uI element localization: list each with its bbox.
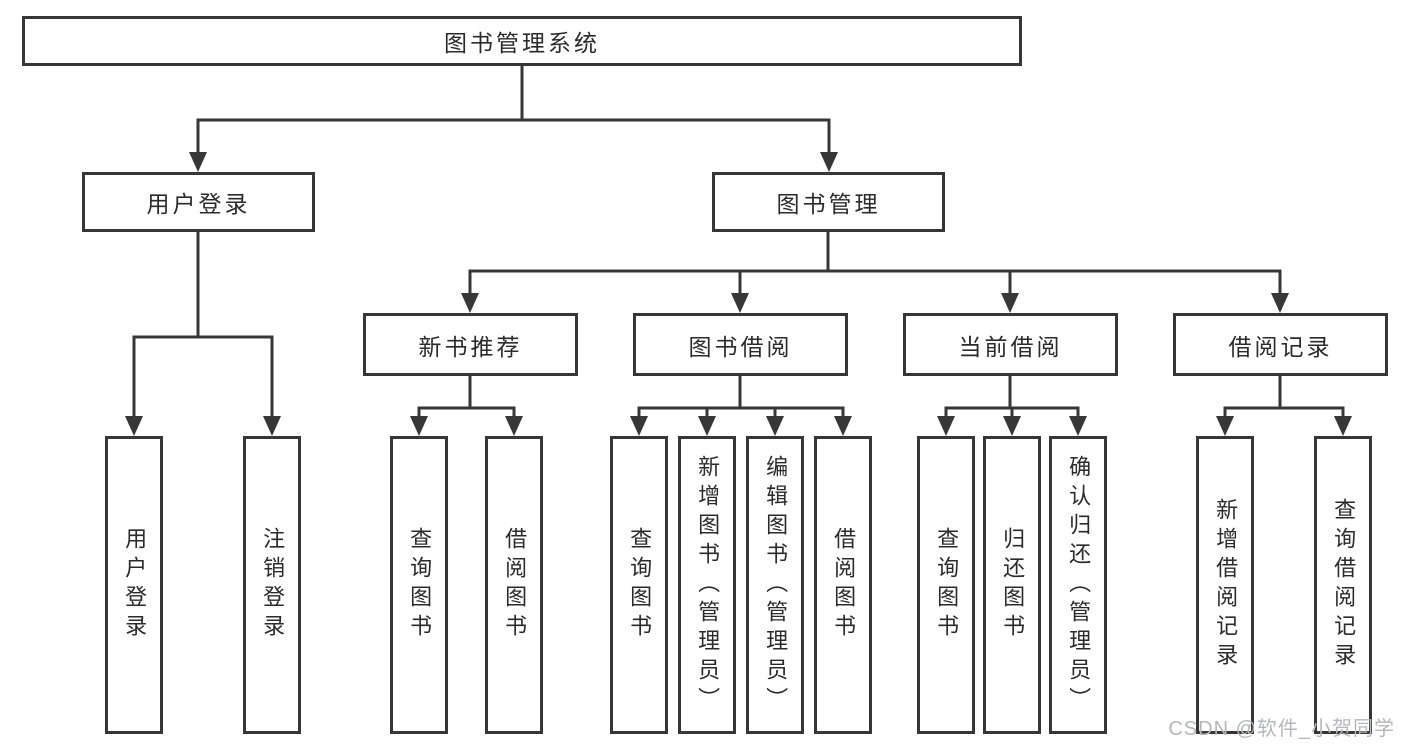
- leaf-current-query-books: 查询图书: [917, 436, 975, 734]
- leaf-logout: 注销登录: [243, 436, 301, 734]
- leaf-records-query-borrow-record: 查询借阅记录: [1314, 436, 1372, 734]
- leaf-current-confirm-return-admin: 确认归还（管理员）: [1049, 436, 1107, 734]
- node-library-management-system: 图书管理系统: [22, 16, 1022, 66]
- node-new-book-recommend: 新书推荐: [363, 313, 578, 376]
- leaf-borrow-borrow-books: 借阅图书: [814, 436, 872, 734]
- leaf-current-return-books: 归还图书: [983, 436, 1041, 734]
- leaf-recommend-query-books: 查询图书: [390, 436, 448, 734]
- watermark: CSDN @软件_小贺同学: [1168, 718, 1395, 740]
- node-borrow-records: 借阅记录: [1173, 313, 1388, 376]
- arrowheads: [125, 152, 1352, 436]
- leaf-borrow-edit-books-admin: 编辑图书（管理员）: [746, 436, 804, 734]
- leaf-recommend-borrow-books: 借阅图书: [485, 436, 543, 734]
- node-user-login: 用户登录: [82, 172, 315, 232]
- leaf-borrow-add-books-admin: 新增图书（管理员）: [678, 436, 736, 734]
- node-book-management: 图书管理: [712, 172, 945, 232]
- leaf-records-add-borrow-record: 新增借阅记录: [1196, 436, 1254, 734]
- leaf-borrow-query-books: 查询图书: [610, 436, 668, 734]
- node-current-borrow: 当前借阅: [903, 313, 1118, 376]
- node-book-borrow: 图书借阅: [633, 313, 848, 376]
- leaf-user-login: 用户登录: [105, 436, 163, 734]
